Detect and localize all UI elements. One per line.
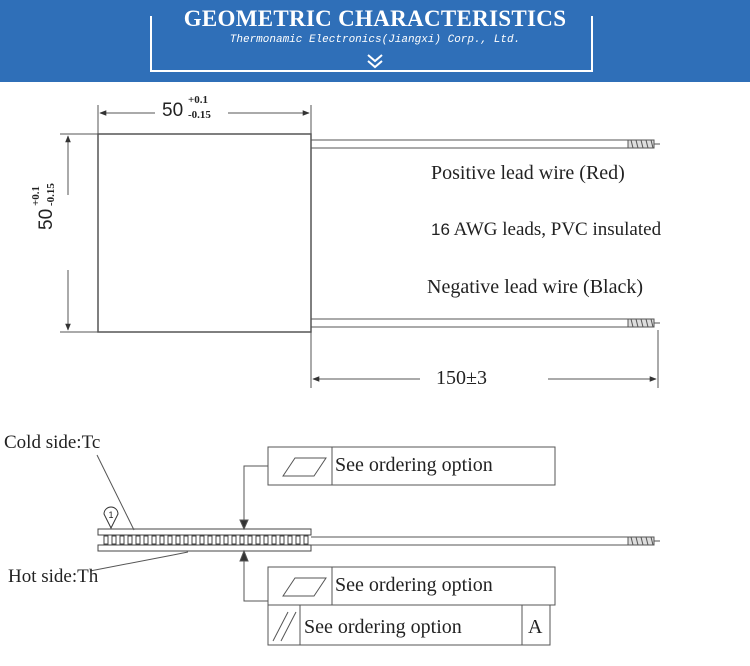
height-dimension [60,133,98,333]
pellet [247,535,253,545]
pellet [151,535,157,545]
pellet [223,535,229,545]
pellet [127,535,133,545]
positive-lead-wire [311,139,660,149]
pellet [207,535,213,545]
pellet [239,535,245,545]
awg-leads-label: 16 AWG leads, PVC insulated [431,219,661,241]
positive-lead-label: Positive lead wire (Red) [431,162,625,184]
pellet [111,535,117,545]
pellet [183,535,189,545]
flatness-leader-top [239,465,268,531]
height-dim-tol-plus: +0.1 [30,185,42,206]
negative-lead-wire [311,318,660,328]
module-outline [97,133,312,333]
banner-frame [150,16,593,72]
pellet [231,535,237,545]
pellet [159,535,165,545]
width-dim-value: 50 [162,100,184,121]
svg-text:1: 1 [108,510,113,520]
ordering-option-top: See ordering option [335,454,493,476]
pellet [295,535,301,545]
cold-side-label: Cold side:Tc [4,432,101,453]
flatness-leader-bottom [239,549,268,602]
pellet [279,535,285,545]
pellet [191,535,197,545]
pellet [167,535,173,545]
pellet [215,535,221,545]
page-title: GEOMETRIC CHARACTERISTICS [0,6,750,32]
pellet [103,535,109,545]
negative-lead-label: Negative lead wire (Black) [427,276,644,298]
width-dimension [97,105,312,134]
side-lead-wire [311,536,660,546]
lead-length-label: 150±3 [436,367,487,389]
pellet [175,535,181,545]
pellet [303,535,309,545]
width-dim-tol-minus: -0.15 [188,109,211,121]
pellet [119,535,125,545]
feature-control-frame-top [267,446,556,486]
lead-length-dimension [310,330,659,388]
height-dimension-label: 50 +0.1 -0.15 [30,150,66,230]
datum-letter: A [528,616,543,638]
awg-number: 16 [431,220,450,239]
pellet [135,535,141,545]
pellet [287,535,293,545]
pellet [199,535,205,545]
header-banner: GEOMETRIC CHARACTERISTICS Thermonamic El… [0,0,750,82]
awg-text: AWG leads, PVC insulated [453,219,662,240]
marker-symbol-icon: 1 [103,506,119,530]
ordering-option-bottom: See ordering option [304,616,462,638]
width-dim-tol-plus: +0.1 [188,94,209,106]
feature-control-frame-bottom [267,604,551,646]
height-dim-tol-minus: -0.15 [45,183,57,206]
height-dim-value: 50 [36,208,57,230]
double-chevron-down-icon [367,54,383,69]
module-side-view [97,528,312,552]
pellet [271,535,277,545]
hot-side-label: Hot side:Th [8,566,99,587]
leader-lines [89,454,189,572]
pellet [263,535,269,545]
pellet [143,535,149,545]
company-subtitle: Thermonamic Electronics(Jiangxi) Corp., … [229,34,521,46]
pellet [255,535,261,545]
ordering-option-middle: See ordering option [335,574,493,596]
